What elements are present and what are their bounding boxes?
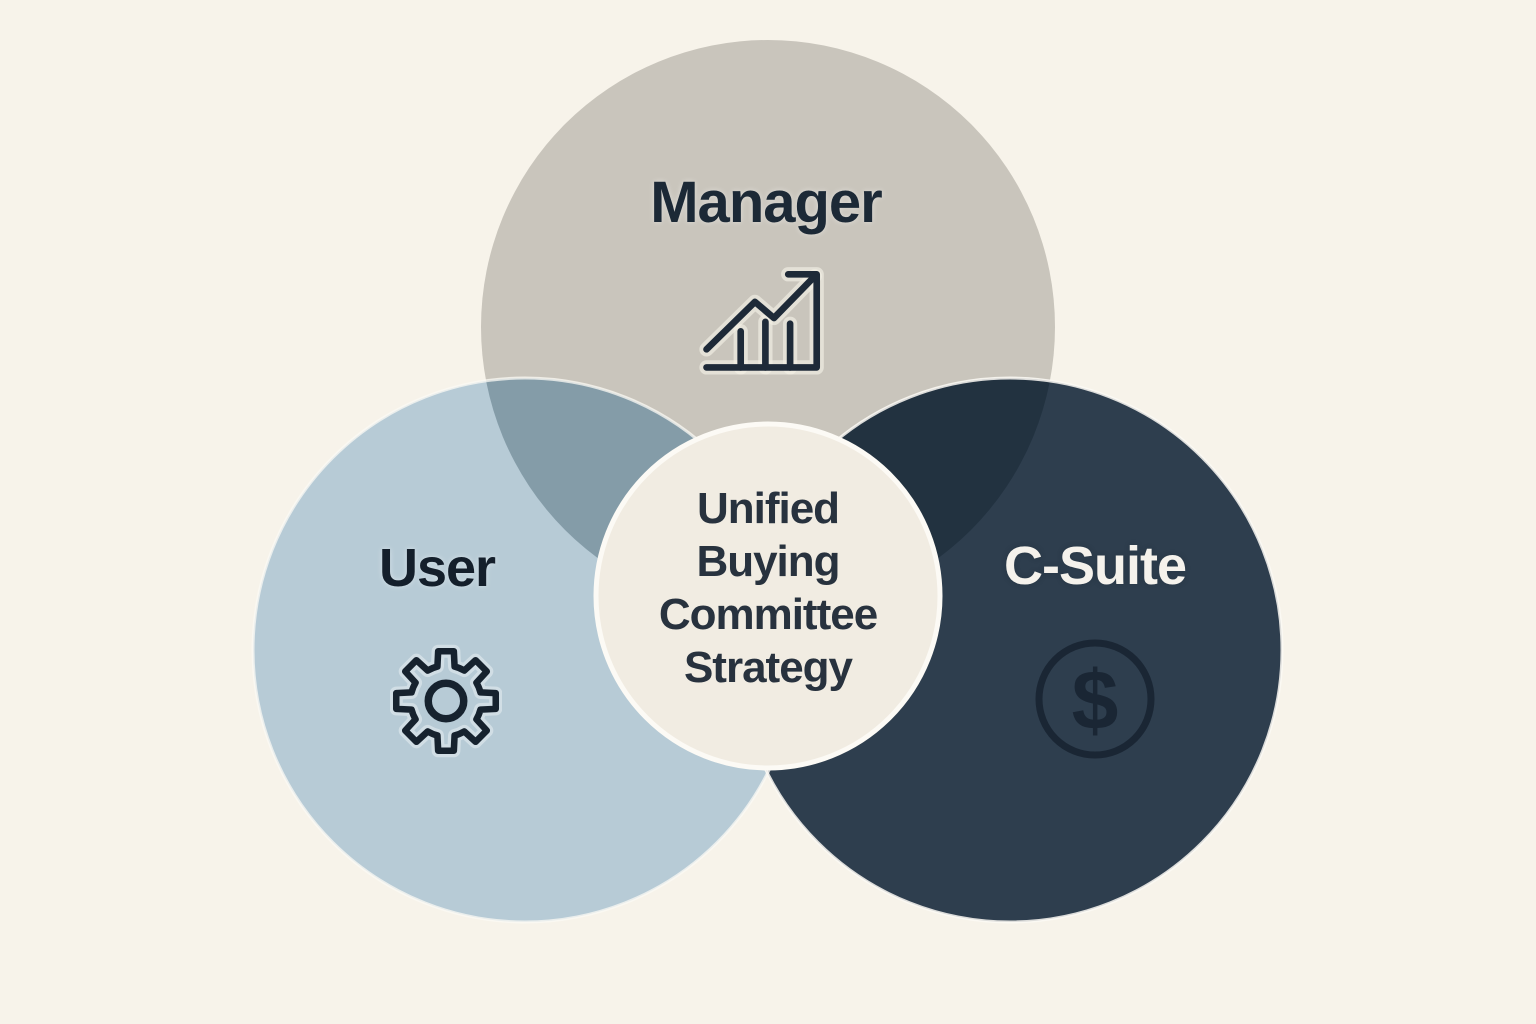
center-strategy-label: Unified Buying Committee Strategy [628, 482, 908, 694]
manager-label: Manager [650, 170, 883, 235]
gear-body [392, 647, 500, 755]
chart-trend-line [703, 272, 819, 353]
center-circle [593, 421, 943, 771]
dollar-ring [1035, 639, 1155, 759]
gear-hub [424, 679, 468, 723]
dollar-circle-icon: $ [1035, 639, 1155, 759]
center-line-4: Strategy [683, 643, 853, 692]
chart-axis-arrow [703, 270, 821, 371]
center-line-2: Buying [696, 537, 840, 586]
center-line-1: Unified [696, 484, 840, 533]
user-label: User [378, 538, 496, 598]
csuite-label: C-Suite [1004, 536, 1187, 596]
center-line-3: Committee [658, 590, 878, 639]
gear-strokes [392, 647, 500, 755]
gear-icon [390, 644, 502, 758]
dollar-glyph: $ [1072, 653, 1119, 747]
growth-chart-strokes [703, 270, 821, 371]
growth-chart-icon [699, 267, 824, 375]
